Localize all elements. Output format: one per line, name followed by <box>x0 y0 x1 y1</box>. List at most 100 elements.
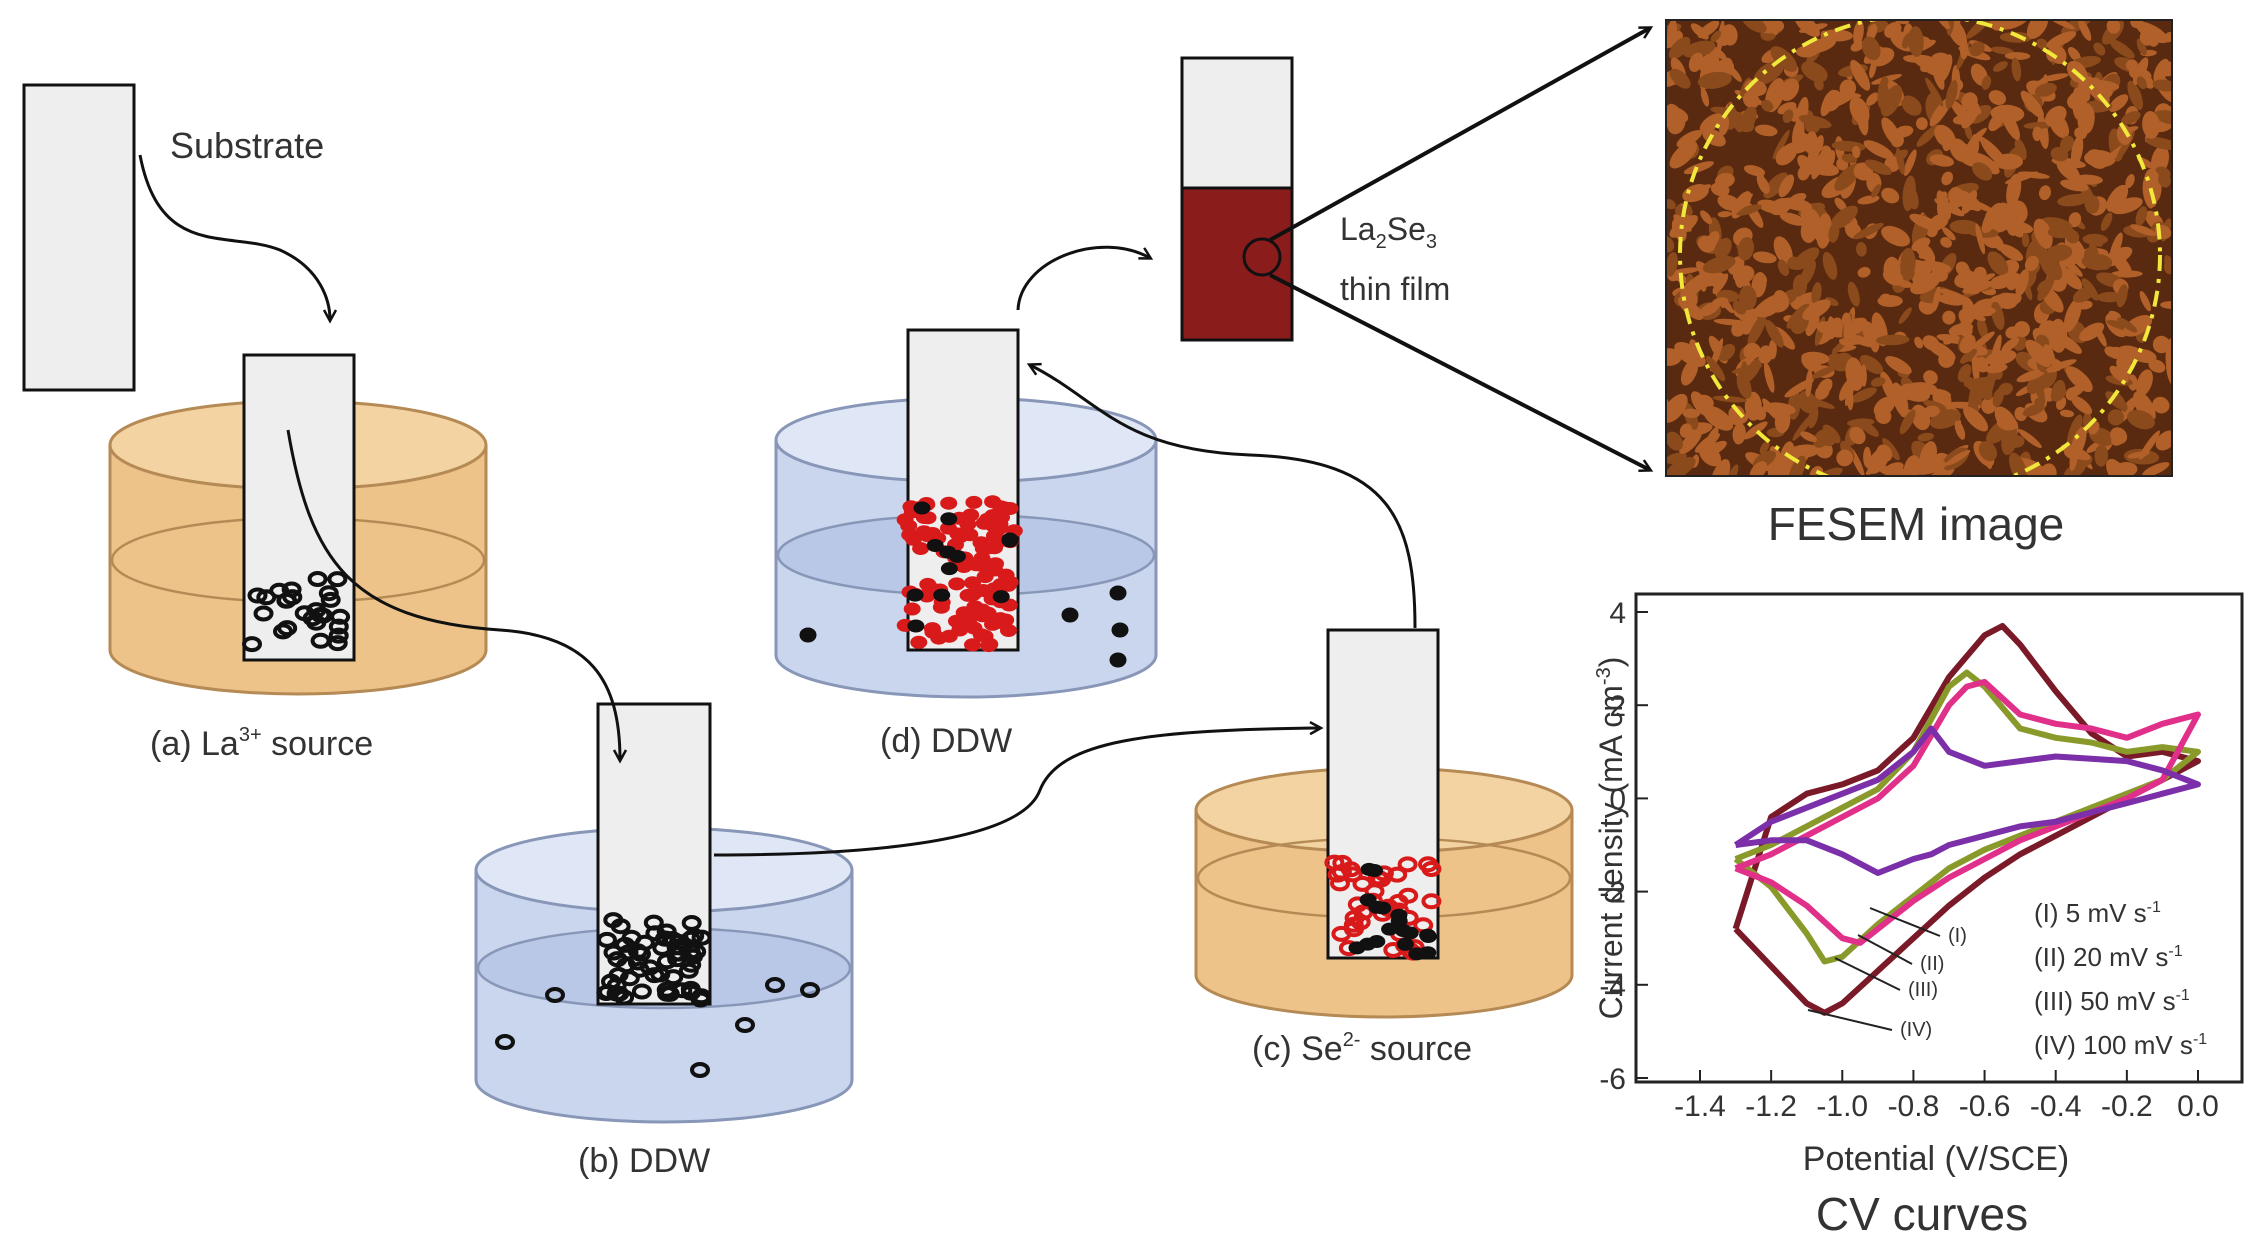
fesem-grain <box>1703 426 1719 452</box>
particle <box>1419 928 1437 942</box>
fesem-grain <box>1764 319 1784 348</box>
fesem-grain <box>1881 117 1902 147</box>
fesem-grain <box>2159 340 2172 352</box>
fesem-grain <box>1859 355 1884 374</box>
fesem-grain <box>2128 67 2152 82</box>
fesem-grain <box>1697 20 1720 39</box>
series-iv-curve <box>1732 623 2201 1016</box>
particle <box>1394 924 1412 938</box>
particle <box>330 608 351 625</box>
fesem-grain <box>1742 357 1763 383</box>
fesem-grain <box>1728 405 1745 423</box>
fesem-grain <box>1942 227 1956 241</box>
fesem-grain <box>2136 369 2153 397</box>
series-i-curve <box>1733 725 2201 876</box>
fesem-grain <box>1850 40 1865 52</box>
fesem-grain <box>1801 351 1830 365</box>
fesem-grain <box>2026 20 2049 39</box>
fesem-grain <box>2136 76 2147 90</box>
fesem-grain <box>1679 429 1702 455</box>
fesem-grain <box>2106 20 2121 34</box>
particle <box>597 931 617 948</box>
particle <box>906 588 924 602</box>
fesem-grain <box>1957 364 1972 383</box>
substrate-in-a <box>242 353 356 662</box>
fesem-grain <box>1756 273 1768 286</box>
particle <box>1359 937 1377 951</box>
fesem-grain <box>2135 21 2169 44</box>
fesem-grain <box>1925 77 1944 107</box>
beaker-b <box>474 702 854 1124</box>
fesem-grain <box>1981 75 1992 90</box>
fesem-grain <box>1775 460 1791 476</box>
fesem-grain <box>1810 365 1838 379</box>
particle <box>1350 914 1371 931</box>
particle <box>940 512 958 526</box>
fesem-grain <box>2065 366 2093 393</box>
arrow-substrate-to-a <box>138 154 338 324</box>
fesem-grain <box>1993 61 2008 72</box>
fesem-grain <box>1738 285 1757 311</box>
fesem-grain <box>1867 447 1890 474</box>
particle <box>328 627 349 644</box>
fesem-grain <box>2025 339 2052 368</box>
particle <box>665 945 686 962</box>
particle <box>951 530 969 544</box>
fesem-grain <box>2033 218 2053 249</box>
fesem-grain <box>2116 284 2128 308</box>
fesem-grain <box>1816 213 1832 249</box>
particle <box>959 517 977 531</box>
fesem-grain <box>1945 79 1958 109</box>
beaker-b-label: (b) DDW <box>578 1142 710 1180</box>
fesem-grain <box>2060 444 2091 461</box>
fesem-grain <box>1736 372 1752 399</box>
fesem-grain <box>1923 405 1940 418</box>
beaker-c-label: (c) Se2- source <box>1252 1029 1472 1068</box>
particle <box>1396 937 1414 951</box>
fesem-grain <box>1993 153 2023 170</box>
particle <box>690 991 711 1008</box>
fesem-grain <box>2056 158 2081 182</box>
fesem-grain <box>2037 280 2047 292</box>
fesem-grain <box>1698 394 1714 409</box>
particle <box>967 557 985 571</box>
fesem-grain <box>1839 79 1857 98</box>
fesem-grain <box>1673 214 1692 232</box>
fesem-grain <box>1680 275 1707 299</box>
particle <box>545 987 565 1003</box>
fesem-grain <box>1857 266 1871 278</box>
fesem-grain <box>1805 368 1813 398</box>
fesem-grain <box>1668 36 1691 60</box>
fesem-grain <box>1811 282 1822 305</box>
fesem-grain <box>2068 91 2088 110</box>
fesem-grain <box>2148 359 2166 373</box>
x-tick-label: -0.2 <box>2101 1090 2153 1123</box>
fesem-grain <box>2135 206 2148 226</box>
particle <box>912 542 930 555</box>
fesem-grain <box>1688 52 1704 72</box>
fesem-grain <box>2077 80 2092 95</box>
fesem-grain <box>1798 23 1828 33</box>
fesem-grain <box>1718 343 1736 362</box>
fesem-grain <box>1891 382 1909 417</box>
particle <box>495 1034 515 1050</box>
fesem-grain <box>1882 268 1904 286</box>
fesem-grain <box>2040 73 2069 82</box>
fesem-grain <box>1822 150 1836 174</box>
fesem-grain <box>1864 159 1892 176</box>
fesem-grain <box>1918 250 1932 259</box>
fesem-grain <box>1732 422 1746 445</box>
fesem-grain <box>1667 20 1678 46</box>
y-tick-label: -2 <box>1599 877 1626 910</box>
fesem-grain <box>1736 204 1762 216</box>
fesem-grain <box>1756 170 1765 188</box>
fesem-grain <box>1789 192 1807 204</box>
series-ii-curve <box>1734 678 2201 946</box>
fesem-grain <box>1763 362 1775 393</box>
fesem-grain <box>2084 194 2100 214</box>
fesem-grain <box>2063 298 2082 333</box>
fesem-grain <box>1898 307 1912 324</box>
fesem-grain <box>2046 31 2077 49</box>
fesem-grain <box>1695 261 1721 289</box>
fesem-grain <box>1974 273 1996 285</box>
